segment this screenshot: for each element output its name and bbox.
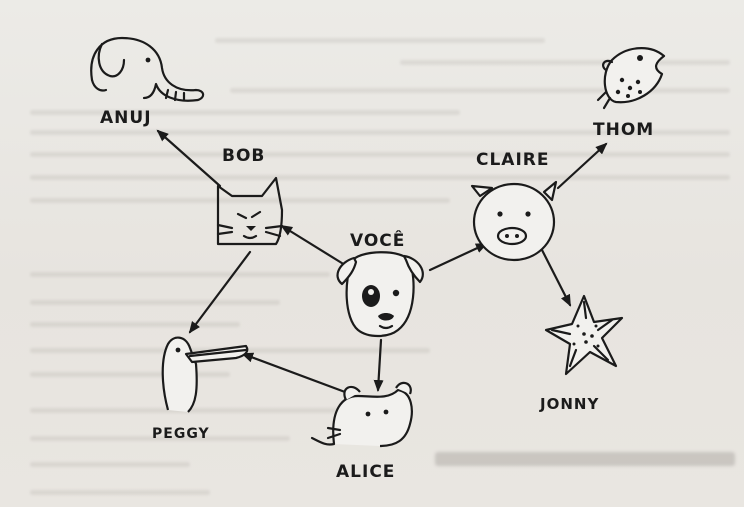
duck-icon [161,336,249,413]
edge-bob-peggy [188,250,252,334]
node-label-jonny: JONNY [540,395,600,413]
edge-alice-peggy [241,352,347,394]
bleed-line [400,60,730,65]
bleed-heading [435,452,735,466]
edge-voce-bob [280,224,347,267]
bleed-line [30,110,460,115]
node-label-voce: VOCÊ [350,231,406,251]
bleed-line [30,198,450,203]
bleed-line [30,272,330,277]
fish-icon [596,47,666,110]
bleed-line [30,408,370,413]
edge-voce-alice [373,338,384,392]
edge-claire-thom [556,142,608,190]
node-label-claire: CLAIRE [476,150,550,170]
bleed-line [215,38,545,43]
bleed-line [30,462,190,467]
pig-icon [470,180,558,262]
bleed-line [30,300,280,305]
node-label-alice: ALICE [336,462,396,482]
dog-icon [336,251,424,338]
node-label-thom: THOM [593,120,655,140]
edge-bob-anuj [156,129,222,188]
bleed-line [30,322,240,327]
bleed-line [230,88,730,93]
node-label-anuj: ANUJ [100,108,152,128]
bleed-line [30,175,730,180]
bleed-line [30,152,730,157]
cat-icon [216,176,284,246]
bleed-line [30,490,210,495]
starfish-icon [544,294,624,376]
elephant-icon [90,36,205,102]
bleed-line [30,130,730,135]
node-label-bob: BOB [222,146,266,166]
mouse-icon [310,381,413,448]
node-label-peggy: PEGGY [152,426,210,442]
edge-voce-claire [428,242,488,272]
bleed-line [30,436,290,441]
bleed-line [30,372,230,377]
edge-claire-jonny [540,248,572,307]
